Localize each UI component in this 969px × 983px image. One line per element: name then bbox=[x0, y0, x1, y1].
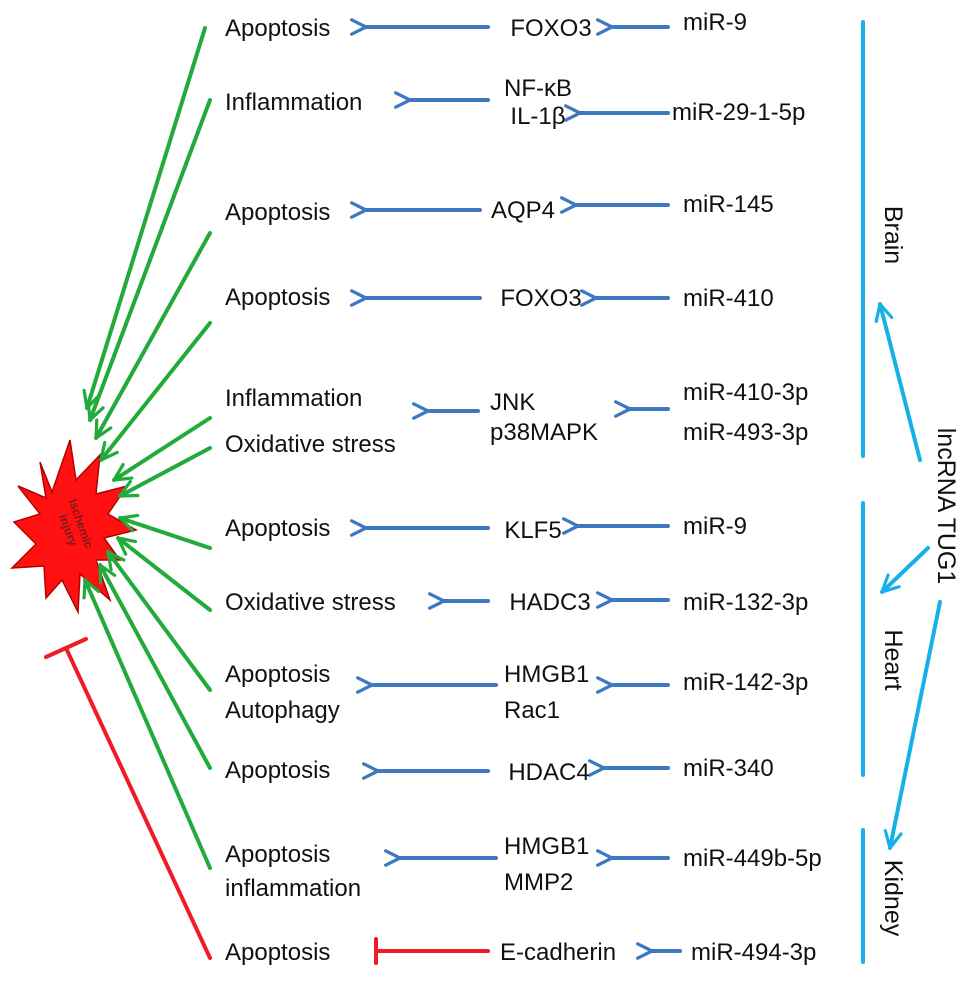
injury-arrows bbox=[82, 26, 212, 870]
target-label: E-cadherin bbox=[500, 939, 616, 966]
tissue-label-kidney: Kidney bbox=[879, 860, 907, 937]
target-label: JNK bbox=[490, 389, 535, 416]
effect-label: inflammation bbox=[225, 875, 361, 902]
mirna-label: miR-410 bbox=[683, 285, 774, 312]
injury-arrow-11 bbox=[82, 578, 212, 870]
target-label: Rac1 bbox=[504, 697, 560, 724]
injury-arrow-2 bbox=[86, 98, 212, 422]
effect-label: Apoptosis bbox=[225, 199, 330, 226]
effect-label: Apoptosis bbox=[225, 284, 330, 311]
mirna-label: miR-494-3p bbox=[691, 939, 816, 966]
ecadherin-inhibition bbox=[374, 937, 490, 965]
mirna-label: miR-132-3p bbox=[683, 589, 808, 616]
tissue-brackets bbox=[861, 20, 942, 964]
target-label: HMGB1 bbox=[504, 661, 589, 688]
target-label: AQP4 bbox=[491, 197, 555, 224]
injury-arrow-4 bbox=[99, 321, 212, 462]
effect-label: Apoptosis bbox=[225, 939, 330, 966]
injury-arrow-5 bbox=[112, 416, 212, 482]
effect-label: Inflammation bbox=[225, 89, 362, 116]
target-label: NF-κB bbox=[504, 75, 572, 102]
injury-arrow-8 bbox=[116, 536, 212, 612]
effect-label: Apoptosis bbox=[225, 757, 330, 784]
mirna-label: miR-449b-5p bbox=[683, 845, 822, 872]
injury-arrow-9 bbox=[106, 550, 212, 692]
effect-label: Inflammation bbox=[225, 385, 362, 412]
effect-label: Apoptosis bbox=[225, 515, 330, 542]
injury-arrow-7 bbox=[118, 513, 212, 550]
injury-arrow-10 bbox=[98, 563, 212, 770]
effect-label: Oxidative stress bbox=[225, 431, 396, 458]
mirna-label: miR-142-3p bbox=[683, 669, 808, 696]
target-label: KLF5 bbox=[504, 517, 561, 544]
mirna-label: miR-9 bbox=[683, 513, 747, 540]
pathway-arrows bbox=[349, 18, 682, 960]
effect-label: Autophagy bbox=[225, 697, 340, 724]
source-label: lncRNA TUG1 bbox=[932, 428, 960, 585]
tissue-label-brain: Brain bbox=[879, 206, 907, 264]
effect-label: Apoptosis bbox=[225, 661, 330, 688]
effect-label: Apoptosis bbox=[225, 15, 330, 42]
target-label: MMP2 bbox=[504, 869, 573, 896]
tissue-label-heart: Heart bbox=[879, 629, 907, 690]
injury-inhibition bbox=[44, 637, 212, 960]
target-label: FOXO3 bbox=[510, 15, 591, 42]
target-label: HDAC4 bbox=[508, 759, 589, 786]
target-label: IL-1β bbox=[510, 103, 565, 130]
injury-arrow-6 bbox=[118, 446, 212, 498]
tug1-to-kidney-arrow bbox=[883, 600, 942, 850]
target-label: HADC3 bbox=[509, 589, 590, 616]
target-label: FOXO3 bbox=[500, 285, 581, 312]
tug1-to-brain-arrow bbox=[874, 302, 922, 462]
target-label: HMGB1 bbox=[504, 833, 589, 860]
effect-label: Oxidative stress bbox=[225, 589, 396, 616]
mirna-label: miR-493-3p bbox=[683, 419, 808, 446]
tug1-to-heart-arrow bbox=[880, 546, 930, 594]
mirna-label: miR-29-1-5p bbox=[672, 99, 805, 126]
mirna-label: miR-145 bbox=[683, 191, 774, 218]
mirna-label: miR-340 bbox=[683, 755, 774, 782]
mirna-label: miR-9 bbox=[683, 9, 747, 36]
target-label: p38MAPK bbox=[490, 419, 598, 446]
mirna-label: miR-410-3p bbox=[683, 379, 808, 406]
ischemic-injury-node: Ischemic injury bbox=[10, 439, 138, 615]
injury-arrow-1 bbox=[82, 26, 207, 410]
effect-label: Apoptosis bbox=[225, 841, 330, 868]
injury-arrow-3 bbox=[94, 231, 212, 440]
